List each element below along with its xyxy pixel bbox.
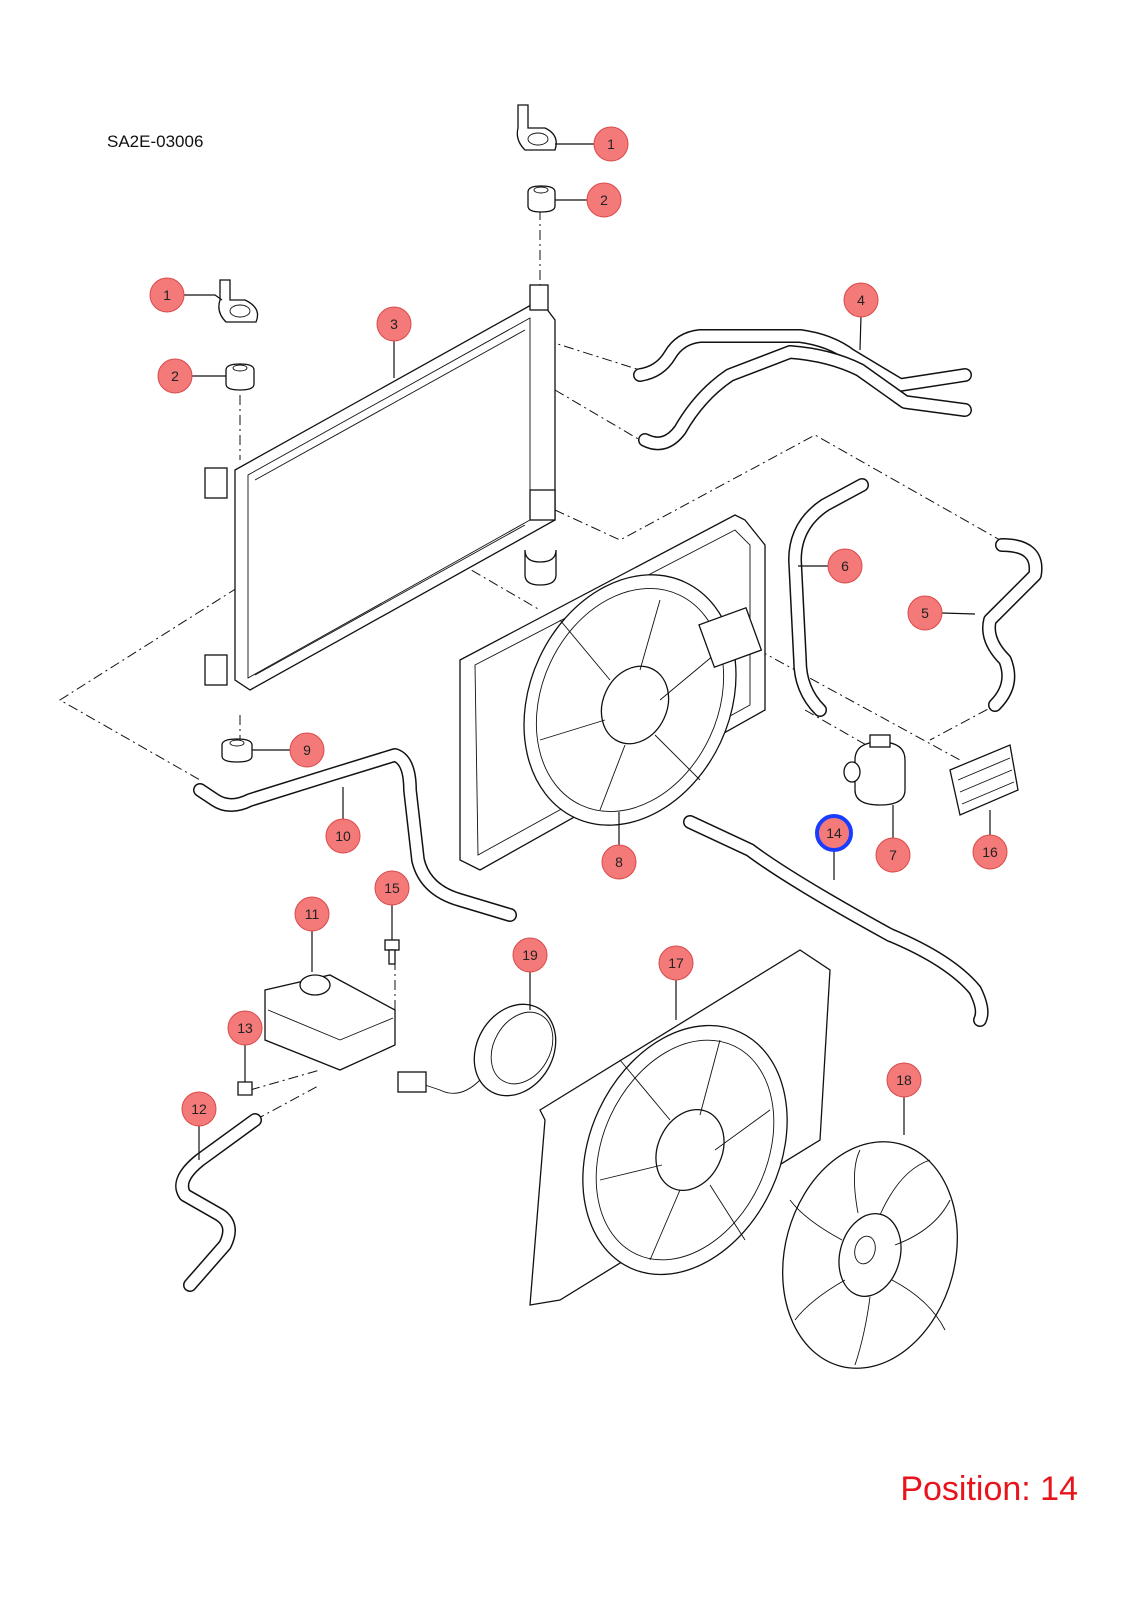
expansion-tank-part xyxy=(264,974,396,1071)
callout-16[interactable]: 16 xyxy=(972,834,1008,870)
callout-7[interactable]: 7 xyxy=(875,837,911,873)
callout-1-top[interactable]: 1 xyxy=(593,126,629,162)
callout-5[interactable]: 5 xyxy=(907,595,943,631)
bracket-left-part xyxy=(218,279,259,323)
callout-14[interactable]: 14 xyxy=(815,814,853,852)
position-label: Position: 14 xyxy=(900,1470,1078,1508)
hose-12-part xyxy=(175,1113,262,1292)
nut-part xyxy=(237,1081,253,1096)
svg-text:4: 4 xyxy=(857,292,865,308)
svg-text:8: 8 xyxy=(615,854,623,870)
svg-text:13: 13 xyxy=(237,1020,253,1036)
svg-text:1: 1 xyxy=(607,136,615,152)
grommet-left-part xyxy=(225,363,255,391)
radiator-part xyxy=(204,284,557,691)
callout-2-left[interactable]: 2 xyxy=(157,358,193,394)
callout-8[interactable]: 8 xyxy=(601,844,637,880)
svg-text:5: 5 xyxy=(921,605,929,621)
fan-motor-part xyxy=(397,1003,557,1097)
svg-text:1: 1 xyxy=(163,287,171,303)
bracket-top-part xyxy=(516,104,557,151)
callout-13[interactable]: 13 xyxy=(227,1010,263,1046)
hose-6-part xyxy=(788,478,869,717)
lower-hose-part xyxy=(193,748,517,922)
diagram-code: SA2E-03006 xyxy=(107,132,204,151)
hose-14-part xyxy=(683,815,989,1027)
thermostat-part xyxy=(843,734,906,806)
svg-text:12: 12 xyxy=(191,1101,207,1117)
callout-6[interactable]: 6 xyxy=(827,548,863,584)
svg-text:15: 15 xyxy=(384,880,400,896)
svg-text:14: 14 xyxy=(826,825,842,841)
control-module-part xyxy=(949,744,1019,816)
callout-1-left[interactable]: 1 xyxy=(149,277,185,313)
callout-15[interactable]: 15 xyxy=(374,870,410,906)
svg-text:19: 19 xyxy=(522,947,538,963)
fan-blade-part xyxy=(782,1141,958,1369)
grommet-top-part xyxy=(527,185,556,213)
callout-12[interactable]: 12 xyxy=(181,1091,217,1127)
callout-9[interactable]: 9 xyxy=(289,732,325,768)
fan-shroud-assembly-part xyxy=(459,514,766,871)
svg-text:7: 7 xyxy=(889,847,897,863)
svg-text:2: 2 xyxy=(171,368,179,384)
callout-11[interactable]: 11 xyxy=(294,896,330,932)
callout-17[interactable]: 17 xyxy=(658,945,694,981)
fan-shroud-part xyxy=(529,949,831,1306)
svg-text:9: 9 xyxy=(303,742,311,758)
svg-text:17: 17 xyxy=(668,955,684,971)
bolt-part xyxy=(384,939,400,965)
assembly-lines xyxy=(59,210,1006,1121)
svg-text:16: 16 xyxy=(982,844,998,860)
callout-2-top[interactable]: 2 xyxy=(586,182,622,218)
svg-text:10: 10 xyxy=(335,828,351,844)
svg-text:18: 18 xyxy=(896,1072,912,1088)
upper-hose-part xyxy=(633,329,972,451)
leader-lines xyxy=(182,143,991,1160)
callout-19[interactable]: 19 xyxy=(512,937,548,973)
svg-text:6: 6 xyxy=(841,558,849,574)
svg-text:11: 11 xyxy=(305,906,320,922)
callout-10[interactable]: 10 xyxy=(325,818,361,854)
svg-text:2: 2 xyxy=(600,192,608,208)
svg-text:3: 3 xyxy=(390,316,398,332)
callout-4[interactable]: 4 xyxy=(843,282,879,318)
callout-3[interactable]: 3 xyxy=(376,306,412,342)
hose-5-part xyxy=(982,538,1043,712)
callout-18[interactable]: 18 xyxy=(886,1062,922,1098)
grommet-lower-part xyxy=(221,738,253,763)
